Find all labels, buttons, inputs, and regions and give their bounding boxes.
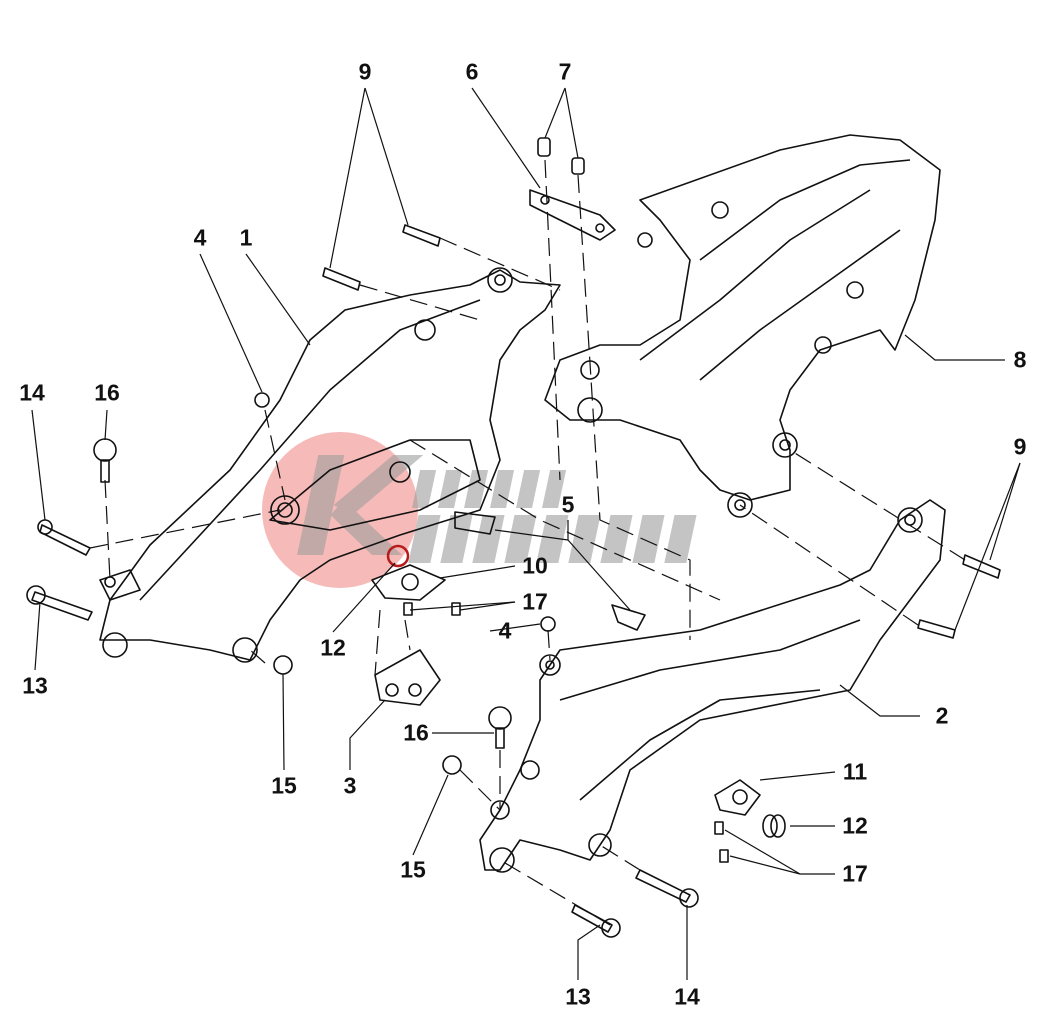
- callout-15: 15: [400, 856, 426, 883]
- part-3-bracket: [374, 649, 441, 706]
- callout-4: 4: [193, 224, 207, 251]
- assembly-lines: [89, 159, 966, 926]
- callout-1: 1: [239, 224, 253, 251]
- part-11-bracket: [714, 779, 761, 816]
- callout-8: 8: [1013, 346, 1027, 373]
- callout-10: 10: [522, 552, 548, 579]
- callout-9: 9: [1013, 433, 1027, 460]
- callout-16: 16: [94, 379, 120, 406]
- part-10-bracket: [371, 564, 446, 601]
- part-right-frame: [479, 499, 946, 873]
- callout-12: 12: [320, 634, 346, 661]
- callout-13: 13: [22, 672, 48, 699]
- callout-7: 7: [558, 58, 572, 85]
- part-left-frame: [99, 267, 561, 663]
- callout-9: 9: [358, 58, 372, 85]
- part-rear-subframe: [544, 134, 941, 518]
- part-small-hardware: [26, 137, 1001, 938]
- callout-14: 14: [674, 983, 700, 1010]
- callout-12: 12: [842, 812, 868, 839]
- callout-17: 17: [842, 860, 868, 887]
- part-6-plate: [529, 189, 616, 241]
- callout-17: 17: [522, 588, 548, 615]
- callout-16: 16: [403, 719, 429, 746]
- part-5-nut: [454, 511, 496, 535]
- callout-5: 5: [561, 491, 575, 518]
- callout-13: 13: [565, 983, 591, 1010]
- callout-4: 4: [498, 617, 512, 644]
- callout-14: 14: [19, 379, 45, 406]
- leader-lines: [31, 87, 1021, 980]
- callout-6: 6: [465, 58, 479, 85]
- callout-15: 15: [271, 772, 297, 799]
- callout-11: 11: [842, 758, 868, 785]
- callout-2: 2: [935, 702, 949, 729]
- callout-3: 3: [343, 772, 357, 799]
